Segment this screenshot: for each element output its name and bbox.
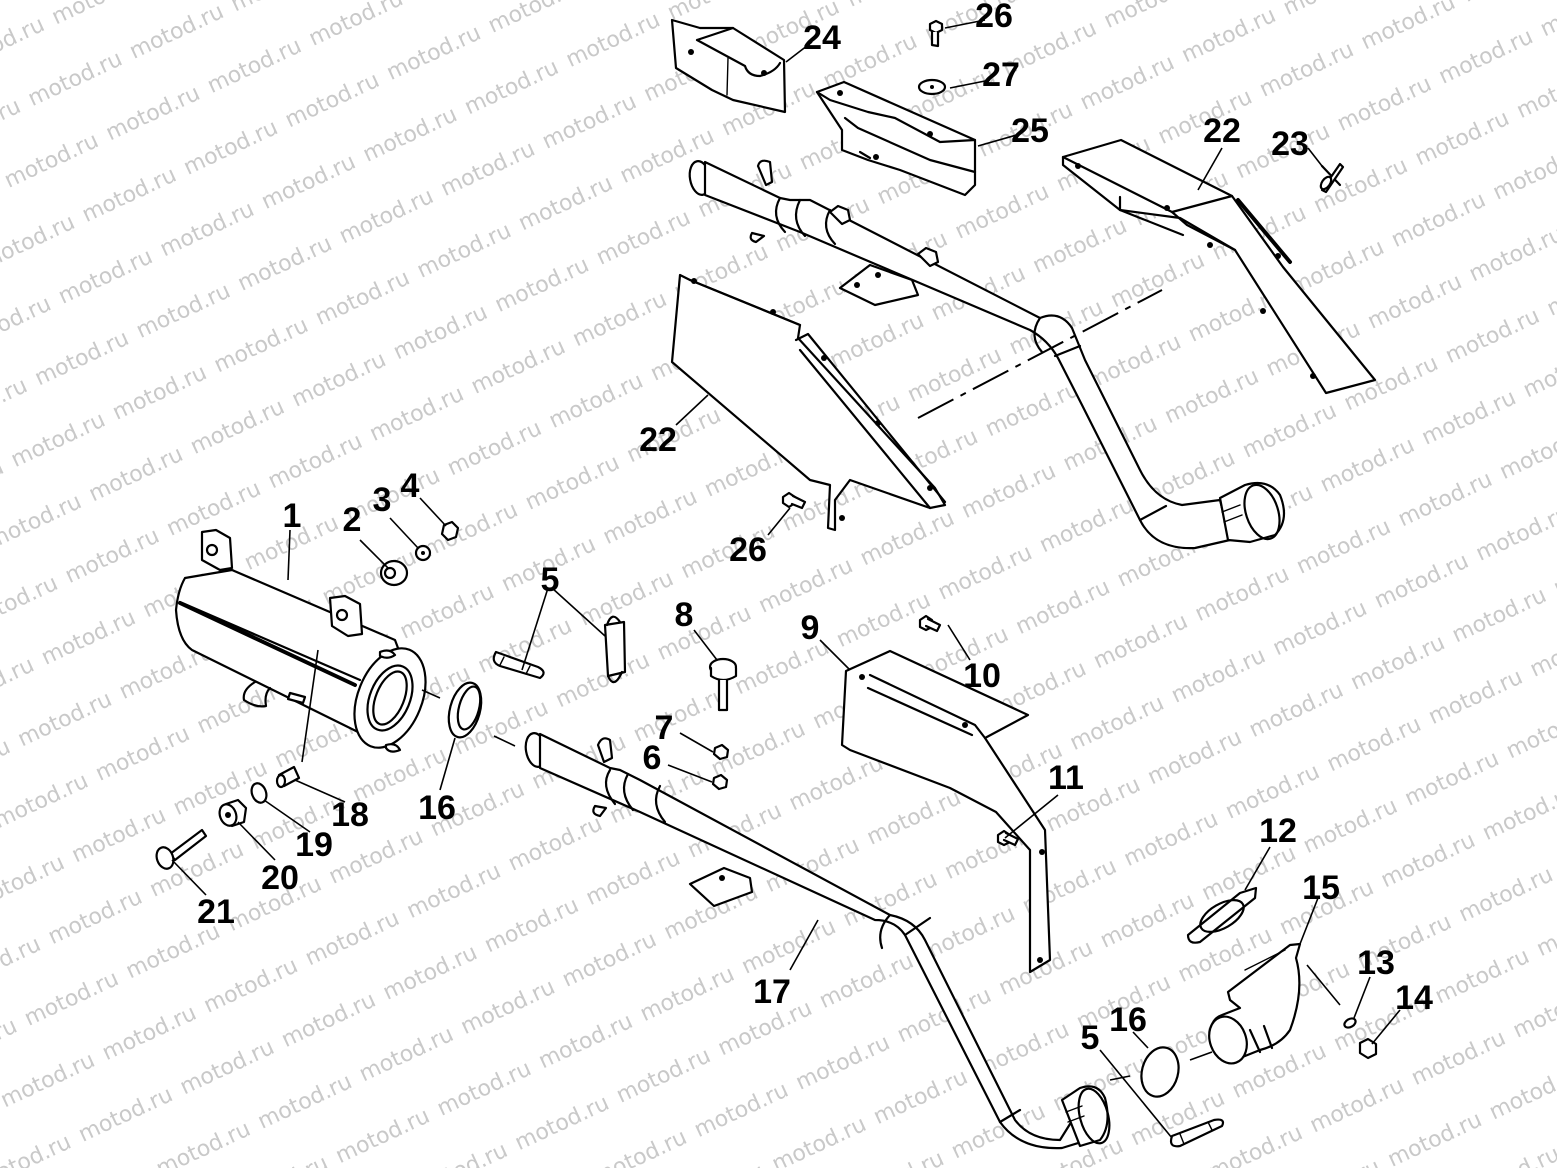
callout-26a[interactable]: 26 (975, 0, 1013, 35)
part-3-washer[interactable] (414, 544, 432, 562)
callout-9[interactable]: 9 (801, 609, 820, 647)
part-18-spacer[interactable] (275, 765, 301, 789)
callout-8[interactable]: 8 (675, 596, 694, 634)
callout-14[interactable]: 14 (1395, 979, 1433, 1017)
part-6-nut[interactable] (711, 773, 729, 791)
callout-3[interactable]: 3 (373, 481, 392, 519)
callout-19[interactable]: 19 (295, 826, 333, 864)
callout-2[interactable]: 2 (343, 501, 362, 539)
part-24-bracket[interactable] (670, 18, 787, 114)
part-21-bolt[interactable] (154, 828, 208, 871)
callout-5b[interactable]: 5 (1081, 1019, 1100, 1057)
callout-26b[interactable]: 26 (729, 531, 767, 569)
callout-labels: 1 2 3 4 5 5 6 7 8 9 10 11 12 13 14 15 16… (197, 0, 1433, 1057)
callout-10[interactable]: 10 (963, 657, 1001, 695)
part-17-exhaust-pipe[interactable] (523, 732, 1115, 1150)
callout-1[interactable]: 1 (283, 497, 302, 535)
leader-lines (171, 19, 1401, 1139)
assembly-line (421, 689, 441, 699)
part-5-spring-c[interactable] (1169, 1118, 1225, 1148)
part-19-o-ring[interactable] (249, 781, 269, 805)
upper-exhaust-pipe[interactable] (687, 159, 1286, 550)
part-26-bolt-lower[interactable] (781, 491, 807, 510)
callout-20[interactable]: 20 (261, 859, 299, 897)
callout-22b[interactable]: 22 (1203, 112, 1241, 150)
part-10-bolt[interactable] (918, 614, 942, 633)
centerline-upper (917, 289, 1163, 419)
part-25-bracket[interactable] (815, 80, 977, 197)
callout-11[interactable]: 11 (1048, 759, 1084, 797)
part-1-muffler[interactable] (174, 528, 439, 758)
assembly-line (1189, 1051, 1213, 1061)
callout-6[interactable]: 6 (643, 739, 662, 777)
assembly-line (301, 649, 319, 763)
callout-27[interactable]: 27 (982, 56, 1020, 94)
callout-17[interactable]: 17 (753, 973, 791, 1011)
callout-21[interactable]: 21 (197, 893, 235, 931)
callout-4[interactable]: 4 (401, 467, 420, 505)
part-13-washer[interactable] (1343, 1017, 1357, 1030)
part-8-grommet-pin[interactable] (708, 657, 738, 712)
part-15-elbow[interactable] (1203, 942, 1302, 1069)
callout-13[interactable]: 13 (1357, 944, 1395, 982)
callout-16b[interactable]: 16 (1109, 1001, 1147, 1039)
part-26-bolt-top[interactable] (928, 19, 944, 48)
callout-24[interactable]: 24 (803, 19, 841, 57)
part-27-washer[interactable] (917, 78, 947, 96)
part-20-bushing[interactable] (217, 798, 248, 828)
part-16-gasket-left[interactable] (443, 679, 486, 741)
callout-5a[interactable]: 5 (541, 561, 560, 599)
part-5-spring-b[interactable] (603, 615, 627, 684)
assembly-line (493, 735, 516, 747)
assembly-line (1306, 964, 1341, 1006)
callout-15[interactable]: 15 (1302, 869, 1340, 907)
part-9-heat-shield[interactable] (840, 649, 1052, 974)
part-7-nut[interactable] (712, 743, 730, 761)
callout-25[interactable]: 25 (1011, 112, 1049, 150)
callout-12[interactable]: 12 (1259, 812, 1297, 850)
part-16-gasket-right[interactable] (1136, 1043, 1184, 1101)
part-5-spring-a[interactable] (492, 650, 545, 680)
assembly-line (1109, 1075, 1131, 1081)
part-12-gasket[interactable] (1186, 886, 1258, 944)
callout-18[interactable]: 18 (331, 796, 369, 834)
callout-22a[interactable]: 22 (639, 421, 677, 459)
callout-16a[interactable]: 16 (418, 789, 456, 827)
part-22-heat-shield-left[interactable] (670, 273, 947, 532)
part-4-nut[interactable] (440, 520, 460, 542)
callout-7[interactable]: 7 (655, 709, 674, 747)
part-23-pin[interactable] (1319, 162, 1345, 194)
part-22-heat-shield-right[interactable] (1061, 138, 1377, 395)
callout-23[interactable]: 23 (1271, 125, 1309, 163)
